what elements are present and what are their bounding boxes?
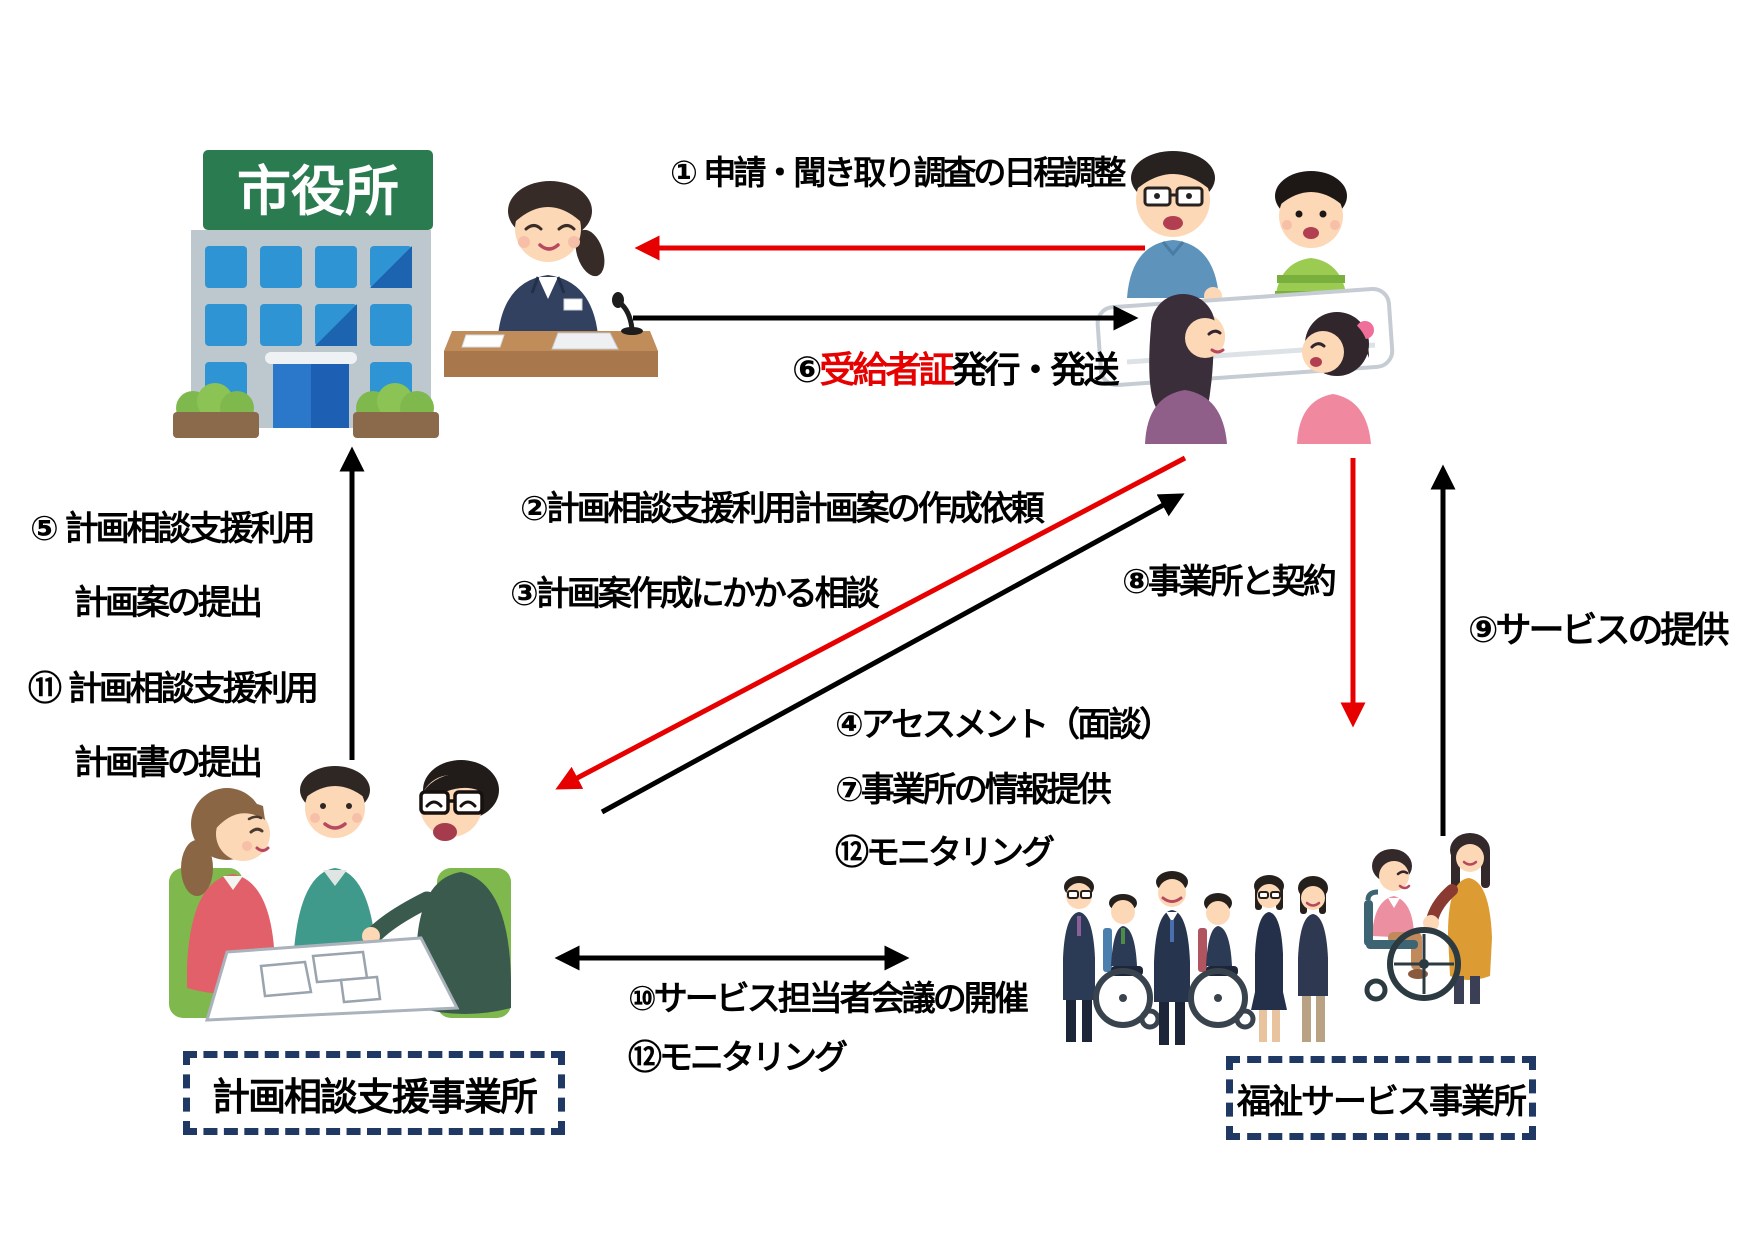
step4-label: ④アセスメント（面談） bbox=[835, 705, 1173, 745]
bushes bbox=[173, 383, 439, 438]
service-office-label: 福祉サービス事業所 bbox=[1237, 1081, 1527, 1122]
step1-label: ① 申請・聞き取り調査の日程調整 bbox=[670, 153, 1126, 192]
service-office-staff-illustration bbox=[1063, 871, 1328, 1045]
mother-figure bbox=[1145, 294, 1227, 444]
staff-standing-4 bbox=[1298, 876, 1328, 1042]
client-woman-figure bbox=[181, 788, 275, 994]
step11-label-line2: 計画書の提出 bbox=[74, 743, 263, 783]
step7-label: ⑦事業所の情報提供 bbox=[835, 770, 1112, 810]
step3-label: ③計画案作成にかかる相談 bbox=[510, 574, 880, 614]
wheelchair-user-figure bbox=[1372, 849, 1428, 979]
wheelchair bbox=[1364, 889, 1461, 1002]
staff-standing-3 bbox=[1251, 875, 1287, 1042]
step6-red-text: 受給者証 bbox=[819, 350, 954, 391]
consult-office-illustration bbox=[169, 760, 511, 1022]
city-hall-sign bbox=[203, 150, 433, 230]
step5-label-line1: ⑤ 計画相談支援利用 bbox=[30, 509, 316, 549]
city-hall-sign-text: 市役所 bbox=[237, 160, 399, 223]
step9-label: ⑨サービスの提供 bbox=[1468, 610, 1729, 651]
step11-label-line1: ⑪ 計画相談支援利用 bbox=[28, 669, 319, 709]
father-figure bbox=[1127, 151, 1222, 305]
consult-office-label: 計画相談支援事業所 bbox=[211, 1074, 538, 1119]
step12-label-lower: ⑫モニタリング bbox=[628, 1038, 848, 1078]
service-office-box: 福祉サービス事業所 bbox=[1226, 1056, 1536, 1140]
arrow-step2-3-diagonal bbox=[555, 455, 1187, 790]
step6-label: ⑥受給者証発行・発送 bbox=[792, 350, 1120, 391]
meeting-table bbox=[204, 936, 460, 1022]
step10-label: ⑩サービス担当者会議の開催 bbox=[628, 979, 1029, 1019]
receptionist-illustration bbox=[444, 181, 658, 377]
arrow-step4-7-12-diagonal bbox=[600, 493, 1185, 815]
staff-wheelchair-1 bbox=[1093, 894, 1161, 1030]
step5-label-line2: 計画案の提出 bbox=[74, 583, 263, 623]
wheelchair-caregiver-illustration bbox=[1364, 833, 1492, 1004]
boy-figure bbox=[1275, 171, 1347, 300]
staff-standing-1 bbox=[1063, 876, 1095, 1042]
staff-standing-2 bbox=[1154, 871, 1190, 1045]
step8-label: ⑧事業所と契約 bbox=[1122, 562, 1337, 602]
step6-number: ⑥ bbox=[792, 350, 823, 391]
consult-office-box: 計画相談支援事業所 bbox=[183, 1051, 565, 1135]
family-illustration bbox=[1095, 151, 1395, 444]
girl-figure bbox=[1297, 312, 1374, 444]
consultant-figure bbox=[362, 760, 511, 1014]
city-hall-illustration: 市役所 bbox=[173, 150, 439, 438]
step12-label-upper: ⑫モニタリング bbox=[835, 833, 1055, 873]
step6-rest-text: 発行・発送 bbox=[951, 350, 1120, 391]
staff-wheelchair-2 bbox=[1188, 893, 1256, 1030]
step2-label: ②計画相談支援利用計画案の作成依頼 bbox=[520, 489, 1045, 529]
